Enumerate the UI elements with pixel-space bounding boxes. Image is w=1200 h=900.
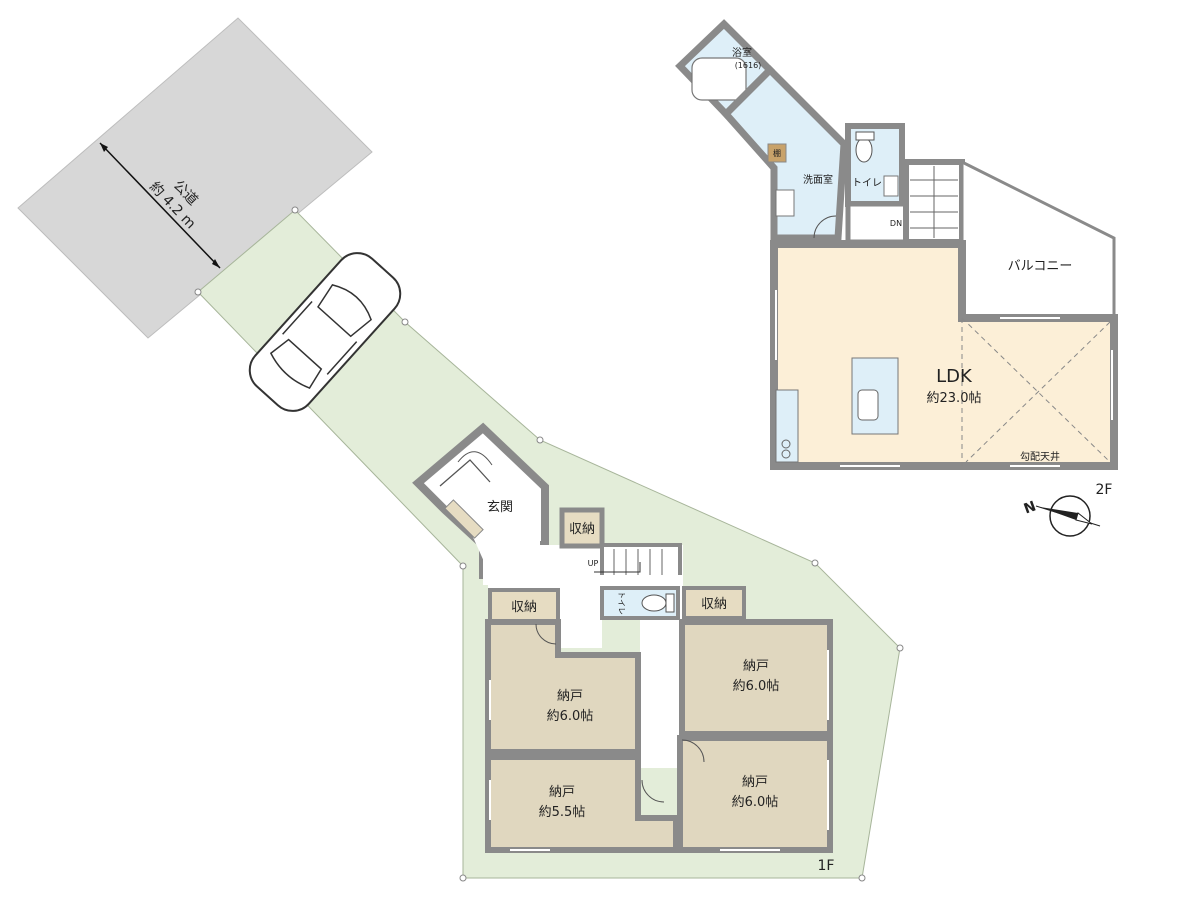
entrance-label: 玄関: [487, 500, 513, 515]
ceiling-label: 勾配天井: [1020, 450, 1060, 463]
floor2-plan: 浴室 (1616) 棚 洗面室 トイレ DN バルコニー: [675, 19, 1118, 537]
up-label: UP: [588, 559, 599, 568]
toilet-icon: [641, 594, 667, 612]
floor2-label: 2F: [1096, 482, 1113, 498]
room3-size: 約5.5帖: [539, 805, 586, 820]
room4-size: 約6.0帖: [732, 795, 779, 810]
compass-icon: [1035, 495, 1101, 537]
room4-name: 納戸: [742, 775, 768, 790]
floor1-label: 1F: [818, 858, 835, 874]
balcony-label: バルコニー: [1008, 259, 1073, 274]
road-width-dimension: [99, 142, 221, 269]
toilet-label-1f: トイレ: [617, 591, 626, 615]
room2-size: 約6.0帖: [733, 679, 780, 694]
public-road: [17, 17, 373, 339]
bath-label: 浴室: [732, 46, 752, 59]
ldk-size: 約23.0帖: [927, 391, 982, 406]
compass-north: N: [1022, 498, 1038, 517]
room1-size: 約6.0帖: [547, 709, 594, 724]
toilet-icon-2f: [855, 137, 873, 163]
closet-label-entrance: 収納: [569, 522, 595, 537]
car-icon: [248, 252, 402, 412]
closet-label-1: 収納: [511, 600, 537, 615]
washroom-label: 洗面室: [803, 173, 833, 186]
floor1-plan: 玄関 収納 UP 収納 収納 収納 トイレ: [412, 422, 835, 874]
toilet-label-2f: トイレ: [852, 178, 882, 189]
stairs-1f: [594, 543, 682, 581]
shelf-label: 棚: [773, 148, 781, 158]
kitchen-counter: [775, 389, 799, 463]
room2-name: 納戸: [743, 659, 769, 674]
stairs-2f: [903, 159, 965, 245]
ldk-label: LDK: [936, 366, 973, 387]
room3-name: 納戸: [549, 785, 575, 800]
down-label: DN: [890, 219, 902, 228]
bath-size: (1616): [735, 61, 762, 70]
closet-label-2: 収納: [701, 597, 727, 612]
room1-name: 納戸: [557, 689, 583, 704]
